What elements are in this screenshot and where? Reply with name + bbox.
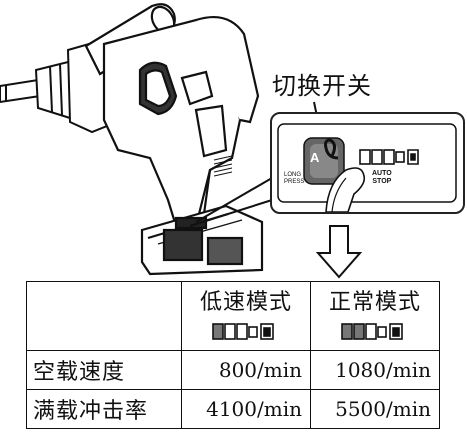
button-letter: A xyxy=(310,150,320,165)
tool-illustration: 切换开关 A LONG xyxy=(0,3,465,279)
control-panel-drawing xyxy=(277,123,457,213)
value-normal-no-load-speed: 1080/min xyxy=(310,350,440,390)
low-speed-indicator-icon xyxy=(212,323,274,340)
normal-speed-indicator-icon xyxy=(341,323,403,340)
down-arrow-icon xyxy=(316,225,362,279)
value-low-no-load-speed: 800/min xyxy=(181,350,311,390)
auto-stop-label: AUTO STOP xyxy=(372,170,392,186)
long-press-label: LONG PRESS xyxy=(284,172,304,186)
speed-level-indicator xyxy=(359,149,419,165)
tool-body xyxy=(102,16,260,228)
battery-pack xyxy=(140,204,264,276)
row-label-impact-rate: 满载冲击率 xyxy=(26,389,182,429)
finger-pressing-icon xyxy=(325,167,366,213)
value-normal-impact-rate: 5500/min xyxy=(310,389,440,429)
speed-spec-table: 低速模式 正常模式 xyxy=(26,281,440,429)
header-low-speed: 低速模式 xyxy=(181,281,311,351)
grip-texture xyxy=(213,155,233,177)
header-empty-cell xyxy=(26,281,182,351)
header-normal: 正常模式 xyxy=(310,281,440,351)
switch-callout-label: 切换开关 xyxy=(272,72,372,100)
normal-mode-label: 正常模式 xyxy=(328,290,421,315)
table-row: 满载冲击率 4100/min 5500/min xyxy=(26,389,440,429)
drill-bit xyxy=(0,78,42,104)
low-speed-mode-label: 低速模式 xyxy=(199,290,292,315)
control-panel-detail: A LONG PRESS AUTO STOP xyxy=(270,112,465,214)
auto-stop-line2: STOP xyxy=(372,178,392,185)
callout-leader xyxy=(189,177,273,227)
rotary-hammer-drawing xyxy=(0,3,325,276)
long-press-line1: LONG xyxy=(284,172,302,178)
value-low-impact-rate: 4100/min xyxy=(181,389,311,429)
table-row: 空载速度 800/min 1080/min xyxy=(26,350,440,390)
auto-stop-line1: AUTO xyxy=(372,170,392,177)
long-press-line2: PRESS xyxy=(284,179,305,185)
row-label-no-load-speed: 空载速度 xyxy=(26,350,182,390)
cycle-arrow-icon xyxy=(324,138,339,160)
table-header-row: 低速模式 正常模式 xyxy=(26,281,440,351)
